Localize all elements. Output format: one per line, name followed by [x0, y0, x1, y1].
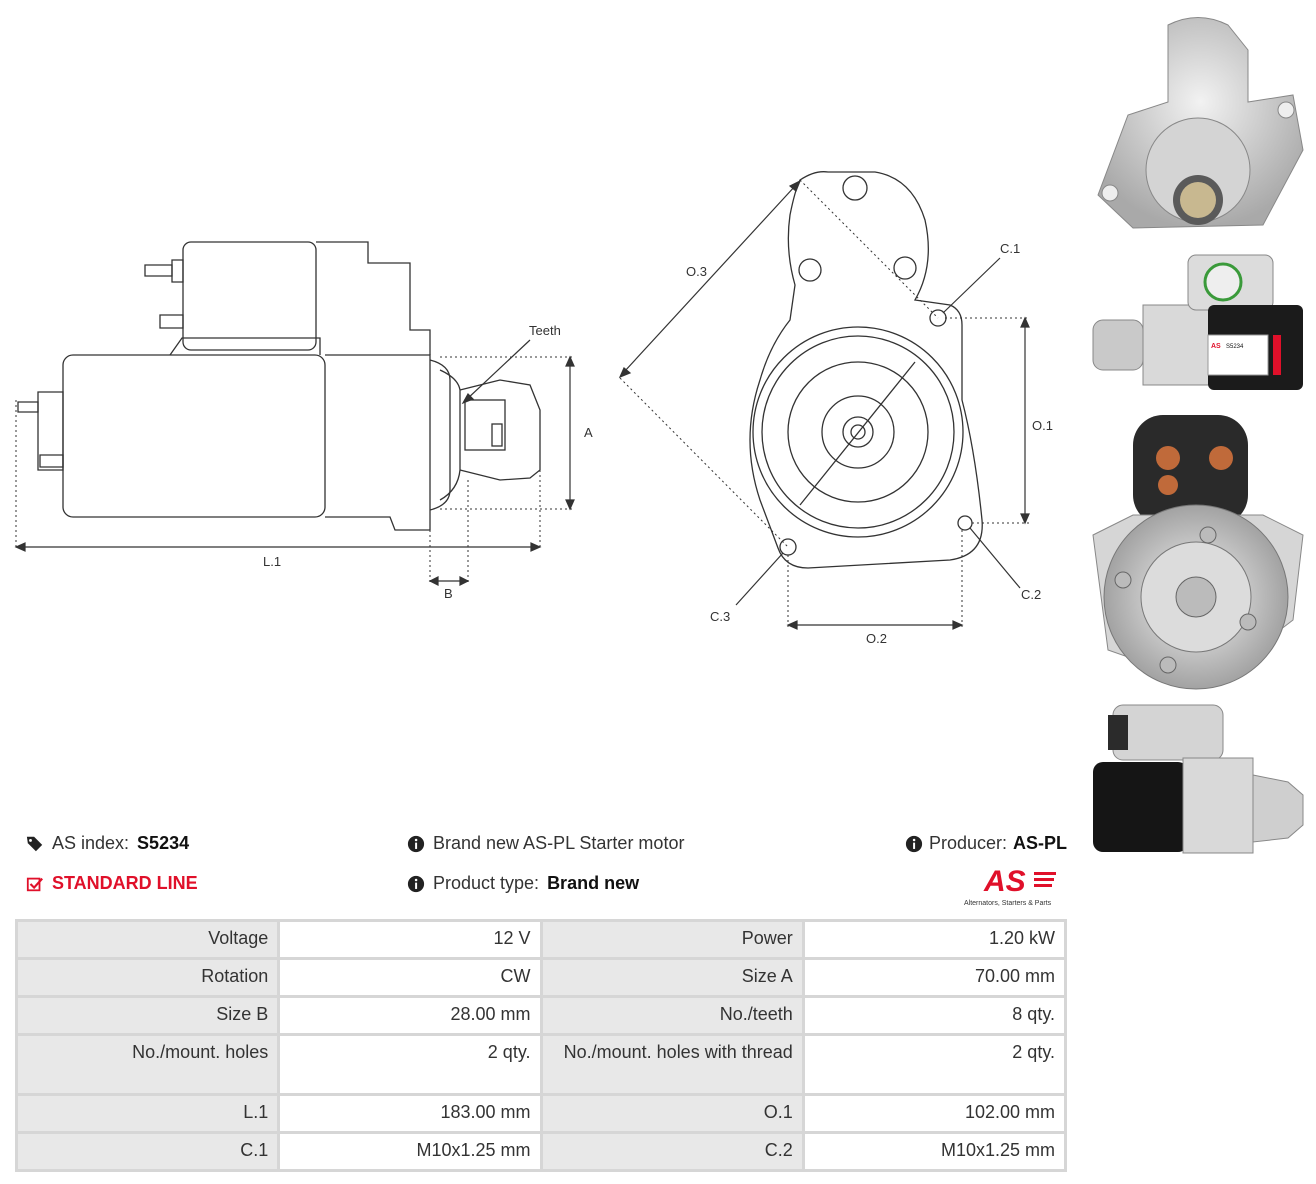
spec-value: 12 V	[277, 919, 543, 960]
product-photo-side[interactable]: AS S5234	[1088, 250, 1308, 400]
label-l1: L.1	[263, 554, 281, 569]
spec-value: 1.20 kW	[801, 919, 1068, 960]
info-icon	[905, 835, 923, 852]
solenoid	[182, 241, 317, 351]
label-o2: O.2	[866, 631, 887, 646]
label-o3: O.3	[686, 264, 707, 279]
logo-tagline: Alternators, Starters & Parts	[964, 900, 1052, 907]
label-c1: C.1	[1000, 241, 1020, 256]
motor-body	[62, 354, 326, 518]
tags-icon	[26, 836, 43, 851]
spec-value: M10x1.25 mm	[277, 1131, 543, 1172]
info-icon	[407, 835, 425, 852]
spec-value: CW	[277, 957, 543, 998]
label-c3: C.3	[710, 609, 730, 624]
description-row: Brand new AS-PL Starter motor	[407, 833, 684, 854]
technical-drawing: Teeth A L.1 B	[14, 171, 1053, 646]
spec-key: Size A	[539, 957, 805, 998]
info-icon	[407, 875, 425, 892]
as-index-value: S5234	[137, 833, 190, 853]
spec-key: Rotation	[14, 957, 281, 998]
sticker-title: S5234	[1226, 344, 1244, 350]
as-index-row: AS index: S5234	[26, 833, 189, 854]
spec-value: 28.00 mm	[277, 995, 543, 1036]
spec-key: Power	[539, 919, 805, 960]
svg-text:AS: AS	[983, 865, 1026, 898]
spec-key: C.2	[539, 1131, 805, 1172]
product-type-value: Brand new	[547, 873, 640, 893]
spec-value: M10x1.25 mm	[801, 1131, 1068, 1172]
product-type-label: Product type:	[433, 873, 540, 893]
label-teeth: Teeth	[529, 323, 561, 338]
label-o1: O.1	[1032, 418, 1053, 433]
spec-value: 70.00 mm	[801, 957, 1068, 998]
spec-key: Size B	[14, 995, 281, 1036]
standard-line-row: STANDARD LINE	[26, 873, 198, 894]
label-b: B	[444, 586, 453, 601]
spec-key: O.1	[539, 1093, 805, 1134]
spec-key: L.1	[14, 1093, 281, 1134]
label-a: A	[584, 425, 593, 440]
checkbox-icon	[26, 877, 44, 891]
svg-text:AS: AS	[1211, 343, 1221, 350]
producer-label: Producer:	[929, 833, 1008, 853]
producer-row: Producer: AS-PL	[905, 833, 1067, 854]
spec-key: C.1	[14, 1131, 281, 1172]
spec-value: 8 qty.	[801, 995, 1068, 1036]
as-pl-logo: AS Alternators, Starters & Parts	[964, 865, 1056, 907]
as-index-label: AS index:	[52, 833, 130, 853]
spec-key: No./mount. holes with thread	[539, 1033, 805, 1096]
spec-value: 102.00 mm	[801, 1093, 1068, 1134]
spec-value: 2 qty.	[801, 1033, 1068, 1096]
label-c2: C.2	[1021, 587, 1041, 602]
standard-line-label: STANDARD LINE	[52, 873, 198, 893]
spec-value: 2 qty.	[277, 1033, 543, 1096]
description-text: Brand new AS-PL Starter motor	[433, 833, 685, 853]
product-photo-back-side[interactable]	[1088, 700, 1308, 860]
spec-key: Voltage	[14, 919, 281, 960]
product-photo-rear[interactable]	[1088, 410, 1308, 690]
spec-key: No./mount. holes	[14, 1033, 281, 1096]
product-photo-front[interactable]	[1088, 10, 1308, 240]
spec-value: 183.00 mm	[277, 1093, 543, 1134]
producer-value: AS-PL	[1013, 833, 1068, 853]
product-type-row: Product type: Brand new	[407, 873, 639, 894]
spec-key: No./teeth	[539, 995, 805, 1036]
